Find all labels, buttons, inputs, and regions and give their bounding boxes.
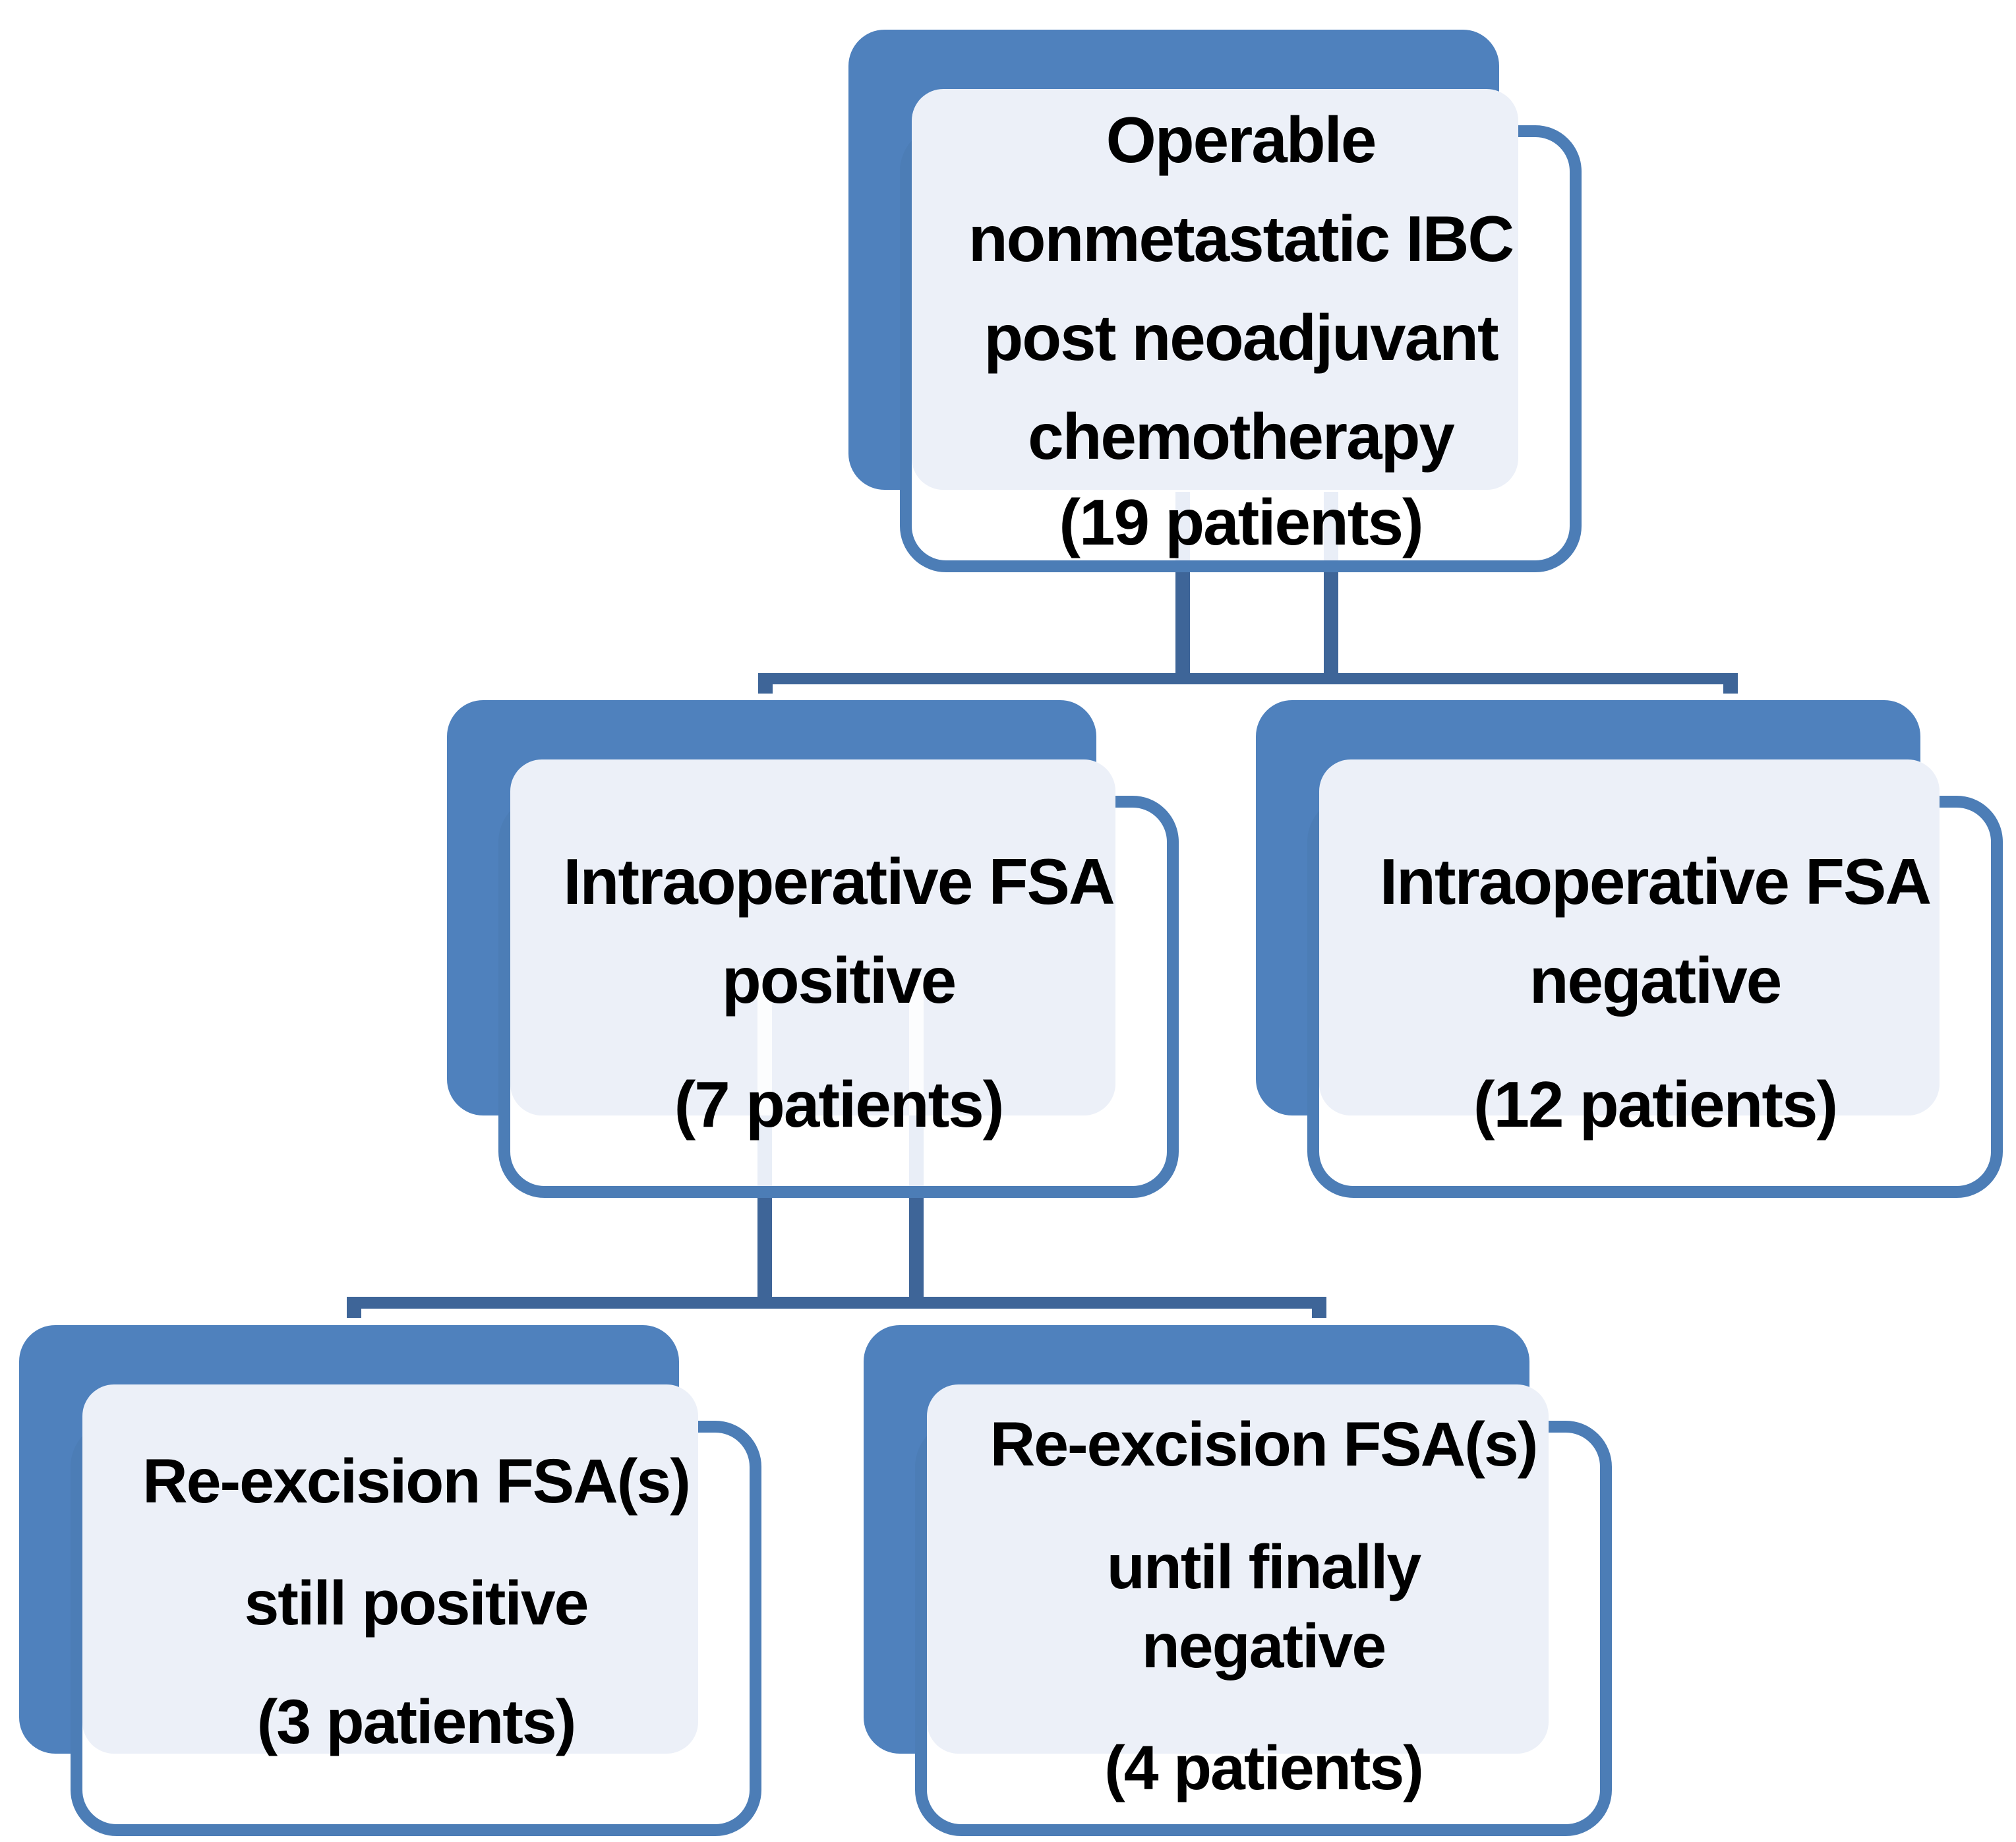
connector-showthrough xyxy=(757,1115,772,1186)
flow-node-root: Operable nonmetastatic IBC post neoadjuv… xyxy=(848,30,1582,572)
node-accent-fill xyxy=(510,759,1115,1115)
node-patient-count: (3 patients) xyxy=(256,1687,577,1757)
node-patient-count: (4 patients) xyxy=(1104,1733,1424,1803)
node-text: Operable nonmetastatic IBC post neoadjuv… xyxy=(900,30,1582,572)
node-line: Operable xyxy=(1106,104,1377,176)
node-line: positive xyxy=(721,944,957,1017)
node-line: Re-excision FSA(s) xyxy=(142,1446,691,1516)
connector-showthrough xyxy=(1324,492,1338,560)
node-line: Re-excision FSA(s) xyxy=(990,1410,1539,1479)
connector-drop-to-finally-negative xyxy=(1312,1309,1326,1318)
node-text: Intraoperative FSA positive (7 patients) xyxy=(498,700,1179,1198)
flow-node-fsa-negative: Intraoperative FSA negative (12 patients… xyxy=(1256,700,2003,1198)
node-line: nonmetastatic IBC xyxy=(968,202,1514,275)
connector-showthrough xyxy=(757,976,772,1115)
connector-drop-to-still-positive xyxy=(347,1309,361,1318)
connector-positive-to-rail2-right xyxy=(909,1197,924,1309)
node-text: Re-excision FSA(s) still positive (3 pat… xyxy=(71,1325,761,1836)
connector-top-to-rail1-right xyxy=(1324,571,1338,684)
node-line: until finally xyxy=(1106,1532,1421,1602)
node-patient-count: (7 patients) xyxy=(674,1068,1005,1141)
node-text: Re-excision FSA(s) until finally negativ… xyxy=(915,1325,1612,1836)
node-line: Intraoperative FSA xyxy=(1379,845,1932,918)
connector-drop-to-positive xyxy=(758,684,773,694)
node-patient-count: (12 patients) xyxy=(1473,1068,1838,1141)
connector-showthrough xyxy=(909,1115,924,1186)
connector-showthrough xyxy=(1175,492,1190,560)
node-line: negative xyxy=(1529,944,1783,1017)
node-accent-fill xyxy=(82,1384,698,1754)
node-line: post neoadjuvant xyxy=(984,301,1498,374)
node-accent-fill xyxy=(912,89,1518,490)
node-line: chemotherapy xyxy=(1028,400,1455,473)
connector-positive-to-rail2-left xyxy=(757,1197,772,1309)
node-line: Intraoperative FSA xyxy=(563,845,1115,918)
node-text: Intraoperative FSA negative (12 patients… xyxy=(1307,700,2003,1198)
connector-rail-level3 xyxy=(347,1297,1326,1309)
connector-drop-to-negative xyxy=(1723,684,1738,694)
flow-node-reexcision-finally-negative: Re-excision FSA(s) until finally negativ… xyxy=(864,1325,1612,1836)
node-line: negative xyxy=(1141,1611,1386,1681)
flow-node-fsa-positive: Intraoperative FSA positive (7 patients) xyxy=(447,700,1179,1198)
connector-top-to-rail1-left xyxy=(1175,571,1190,684)
node-line: still positive xyxy=(244,1568,589,1638)
node-patient-count: (19 patients) xyxy=(1059,486,1423,558)
connector-rail-level2 xyxy=(758,673,1738,684)
node-accent-fill xyxy=(1319,759,1940,1115)
node-accent-fill xyxy=(927,1384,1549,1754)
flow-node-reexcision-still-positive: Re-excision FSA(s) still positive (3 pat… xyxy=(19,1325,761,1836)
connector-showthrough xyxy=(909,976,924,1115)
